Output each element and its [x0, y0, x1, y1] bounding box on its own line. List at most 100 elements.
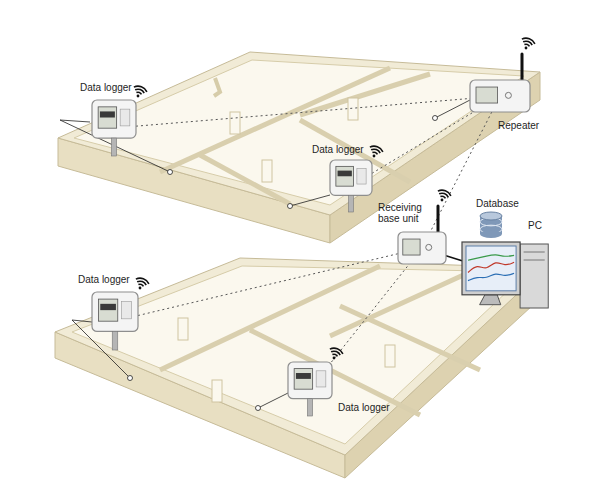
unit-led	[426, 244, 432, 250]
receiving-base-unit: Receiving base unit	[398, 232, 446, 264]
unit-led	[505, 92, 511, 98]
wifi-arc	[135, 275, 151, 284]
pc-icon	[462, 242, 550, 308]
floor-top	[58, 52, 540, 215]
wifi-arc	[440, 195, 447, 200]
device-label: Database	[476, 198, 519, 209]
room-dot	[288, 204, 293, 209]
leader-lines	[60, 100, 470, 411]
monitor-stand	[480, 295, 501, 305]
wall	[214, 78, 220, 96]
db-top	[480, 212, 502, 220]
drive-bay	[524, 260, 545, 261]
logger-display	[336, 166, 354, 186]
wifi-dot	[441, 199, 444, 202]
wifi-arc	[521, 35, 537, 44]
logger-display	[294, 369, 312, 390]
wifi-arc	[329, 345, 345, 354]
unit-display	[403, 239, 420, 255]
pc: PC	[462, 242, 550, 308]
room-dot	[256, 406, 261, 411]
wifi-arc	[369, 143, 385, 152]
data-logger: Data logger	[288, 362, 332, 416]
doorway	[348, 98, 358, 120]
leader-line	[435, 100, 470, 118]
logger-body	[92, 292, 138, 331]
leader-line	[72, 320, 92, 322]
wall	[340, 306, 480, 370]
repeater-icon	[470, 80, 530, 112]
wall	[250, 330, 420, 415]
room-dot	[433, 116, 438, 121]
wifi-dot	[373, 155, 376, 158]
room-dot	[128, 376, 133, 381]
wifi-dot	[137, 95, 140, 98]
device-label: PC	[528, 220, 542, 231]
device-label: Data logger	[78, 274, 130, 285]
leader-line	[258, 392, 290, 408]
logger-buttons	[120, 109, 130, 126]
monitor	[462, 242, 520, 295]
unit-body	[398, 232, 446, 264]
wifi-arc	[524, 43, 531, 48]
logger-display	[98, 299, 117, 321]
wall	[200, 155, 290, 204]
doorway	[212, 380, 222, 402]
data-logger-icon	[288, 362, 332, 416]
wall	[330, 272, 470, 336]
device-label: Data logger	[338, 402, 390, 413]
wifi-dot	[333, 357, 336, 360]
logger-body	[92, 100, 136, 138]
chart-line	[468, 255, 514, 260]
wifi-dot	[525, 47, 528, 50]
doorway	[178, 318, 188, 340]
display-digits	[296, 373, 311, 379]
receiving-base-unit-icon	[398, 232, 446, 264]
data-logger-icon	[330, 160, 372, 212]
display-digits	[100, 111, 115, 117]
sensor-probe	[111, 138, 116, 156]
wifi-dot	[139, 287, 142, 290]
room-dot	[168, 170, 173, 175]
logger-display	[98, 107, 116, 128]
chart-line	[468, 262, 514, 272]
display-digits	[338, 171, 352, 177]
wall	[160, 266, 380, 370]
floor-inner	[74, 60, 524, 205]
sensor-probe	[348, 195, 353, 212]
wifi-arc	[437, 187, 453, 196]
unit-display	[476, 87, 498, 103]
repeater: Repeater	[470, 80, 530, 112]
database-icon	[480, 212, 502, 238]
logger-buttons	[357, 168, 366, 184]
radio-link	[136, 98, 470, 126]
sensor-probe	[307, 399, 312, 416]
wall	[160, 68, 390, 172]
data-logger: Data logger	[92, 292, 138, 350]
display-digits	[100, 304, 116, 310]
radio-link	[372, 112, 474, 173]
screen	[466, 246, 516, 291]
device-label: Data logger	[312, 144, 364, 155]
wifi-arc	[133, 83, 149, 92]
data-logger: Data logger	[92, 100, 136, 156]
unit-body	[470, 80, 530, 112]
logger-buttons	[121, 301, 131, 318]
wifi-arc	[136, 91, 143, 96]
pc-tower	[520, 244, 548, 308]
db-bottom	[480, 230, 502, 238]
logger-buttons	[316, 371, 326, 387]
doorway	[230, 112, 240, 134]
data-logger-icon	[92, 100, 136, 156]
antenna	[437, 206, 440, 234]
antenna	[521, 54, 524, 82]
wall	[300, 74, 430, 115]
leader-line	[290, 195, 330, 206]
doorway	[262, 160, 272, 182]
database: Database	[480, 212, 502, 238]
chart-line	[468, 273, 514, 280]
data-logger-icon	[92, 292, 138, 350]
device-label: Repeater	[498, 120, 539, 131]
sensor-probe	[112, 331, 118, 350]
cable	[446, 256, 462, 261]
